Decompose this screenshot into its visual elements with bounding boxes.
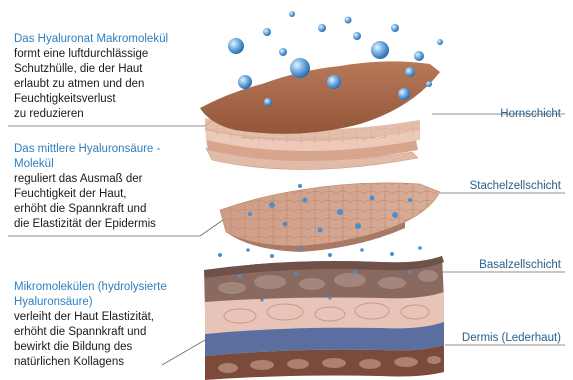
micro-title-line: Mikromolekülen (hydrolysierte: [14, 280, 214, 295]
medium-line: Feuchtigkeit der Haut,: [14, 187, 214, 202]
medium-title-line: Das mittlere Hyaluronsäure -: [14, 142, 214, 157]
micro-line: natürlichen Kollagens: [14, 355, 214, 370]
macro-line: zu reduzieren: [14, 107, 214, 122]
micro-line: erhöht die Spannkraft und: [14, 325, 214, 340]
micro-line: verleiht der Haut Elastizität,: [14, 310, 214, 325]
micro-line: bewirkt die Bildung des: [14, 340, 214, 355]
macro-title: Das Hyaluronat Makromolekül: [14, 32, 214, 47]
medium-line: die Elastizität der Epidermis: [14, 217, 214, 232]
medium-annotation: Das mittlere Hyaluronsäure - Molekül reg…: [14, 142, 214, 232]
macro-annotation: Das Hyaluronat Makromolekül formt eine l…: [14, 32, 214, 122]
label-dermis: Dermis (Lederhaut): [462, 332, 561, 344]
medium-line: erhöht die Spannkraft und: [14, 202, 214, 217]
macro-line: Schutzhülle, die der Haut: [14, 62, 214, 77]
macro-line: formt eine luftdurchlässige: [14, 47, 214, 62]
label-basalzellschicht: Basalzellschicht: [479, 259, 561, 271]
macro-line: Feuchtigkeitsverlust: [14, 92, 214, 107]
stachelzellschicht-layer: [220, 183, 440, 252]
label-stachelzellschicht: Stachelzellschicht: [470, 180, 561, 192]
micro-title-line: Hyaluronsäure): [14, 295, 214, 310]
micro-annotation: Mikromolekülen (hydrolysierte Hyaluronsä…: [14, 280, 214, 370]
hornschicht-layer: [200, 61, 440, 169]
medium-line: reguliert das Ausmaß der: [14, 172, 214, 187]
macro-line: erlaubt zu atmen und den: [14, 77, 214, 92]
label-hornschicht: Hornschicht: [500, 108, 561, 120]
medium-title-line: Molekül: [14, 157, 214, 172]
